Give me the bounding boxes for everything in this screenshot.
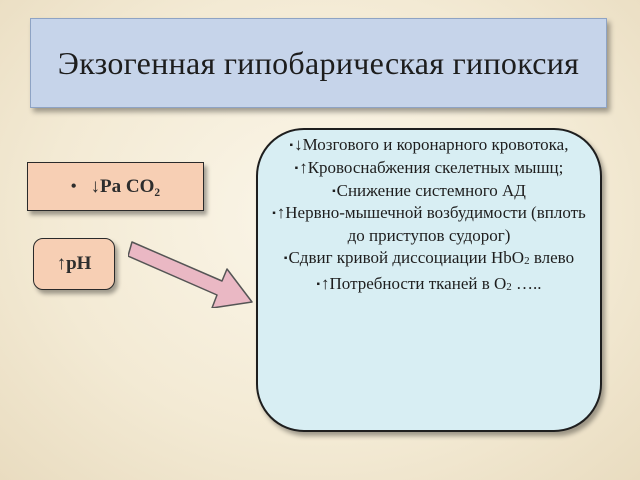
bullet-square-icon: ▪: [289, 140, 294, 151]
effect-item-1: ▪↑Кровоснабжения скелетных мышц;: [294, 157, 564, 177]
effect-item-2: ▪Снижение системного АД: [332, 180, 526, 200]
effects-box: ▪↓Мозгового и коронарного кровотока, ▪↑К…: [256, 128, 602, 432]
ph-label: ↑pH: [56, 253, 92, 274]
pa-co2-box: • ↓Ра СО₂: [27, 162, 204, 211]
slide-title: Экзогенная гипобарическая гипоксия: [30, 18, 607, 108]
bullet-square-icon: ▪: [332, 185, 336, 197]
effect-item-3: ▪↑Нервно-мышечной возбудимости (вплоть д…: [272, 203, 586, 246]
effect-item-0: ▪↓Мозгового и коронарного кровотока,: [289, 135, 569, 154]
bullet-square-icon: ▪: [283, 252, 288, 264]
bullet-square-icon: ▪: [294, 162, 299, 174]
effect-item-4: ▪Сдвиг кривой диссоциации HbO2 влево: [283, 247, 575, 267]
pa-co2-bullet: •: [70, 177, 77, 195]
ph-box: ↑pH: [33, 238, 115, 290]
slide-title-text: Экзогенная гипобарическая гипоксия: [57, 44, 580, 81]
bullet-square-icon: ▪: [316, 278, 321, 290]
pa-co2-label: ↓Ра СО₂: [90, 175, 161, 197]
arrow-right-down-icon: [128, 241, 253, 308]
bullet-square-icon: ▪: [272, 208, 276, 220]
effect-item-5: ▪↑Потребности тканей в О2 …..: [316, 273, 542, 293]
